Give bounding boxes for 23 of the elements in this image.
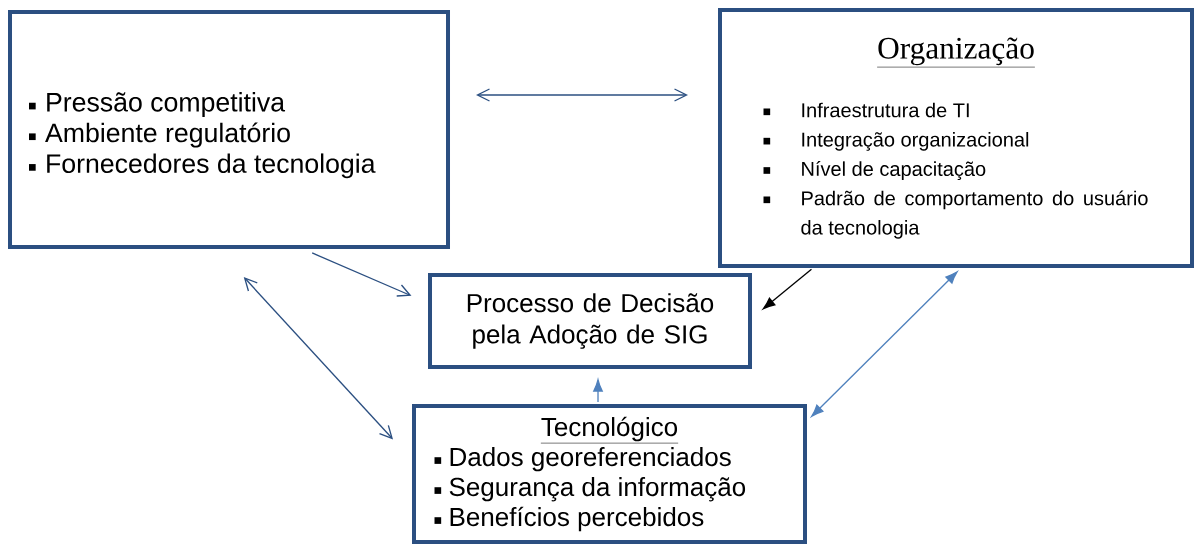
arrow xyxy=(762,268,813,310)
bullet-item: Nível de capacitação xyxy=(763,161,986,181)
bullet-item: Padrão de comportamento do usuário da tecnologia xyxy=(763,190,1148,239)
double-arrow xyxy=(476,88,688,102)
double-arrow xyxy=(811,271,958,417)
process-box xyxy=(428,273,752,369)
text-box xyxy=(718,8,1194,268)
bullet-item: Segurança da informação xyxy=(434,477,746,502)
arrow xyxy=(311,252,412,297)
bullet-item: Ambiente regulatório xyxy=(29,122,290,148)
bullet-item: Dados georeferenciados xyxy=(434,447,731,472)
bullet-item: Infraestrutura de TI xyxy=(763,102,969,118)
heading: Tecnológico xyxy=(540,416,679,444)
box-text: Processo de Decisão pela Adoção de SIG xyxy=(467,293,714,349)
bullet-item: Fornecedores da tecnologia xyxy=(29,153,376,179)
text-box xyxy=(8,10,450,249)
arrow xyxy=(593,379,603,403)
bullet-item: Integração organizacional xyxy=(763,132,1029,151)
bullet-item: Benefícios percebidos xyxy=(434,506,704,532)
bullet-item: Pressão competitiva xyxy=(29,92,286,117)
double-arrow xyxy=(243,276,394,440)
text-box xyxy=(412,404,807,544)
heading: Organização xyxy=(876,37,1036,68)
